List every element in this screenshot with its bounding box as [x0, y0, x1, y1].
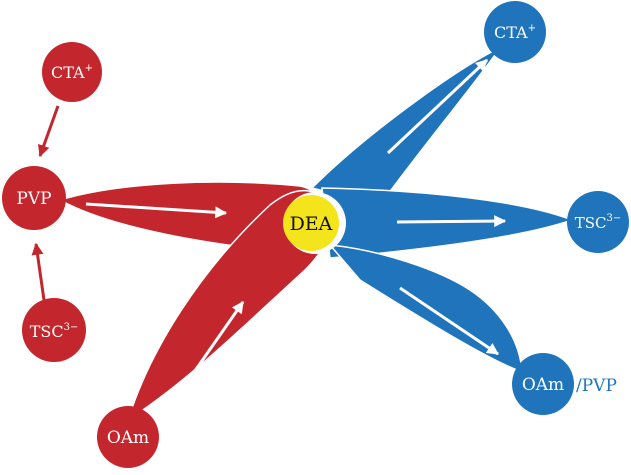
- node-right-cta[interactable]: CTA+: [484, 1, 546, 63]
- right-tsc-sup: 3−: [607, 213, 622, 224]
- left-pvp-label: PVP: [16, 189, 51, 209]
- arrow-dea-to-tsc: [396, 215, 507, 228]
- node-left-cta[interactable]: CTA+: [42, 42, 102, 102]
- blue-petal-to-cta: [310, 46, 503, 206]
- node-right-tsc[interactable]: TSC3−: [567, 191, 629, 253]
- left-tsc-sup: 3−: [64, 322, 79, 333]
- right-cta-sup: +: [528, 23, 536, 34]
- svg-text:CTA+: CTA+: [494, 23, 536, 42]
- left-cta-sup: +: [85, 63, 93, 74]
- right-cta-label: CTA: [494, 23, 528, 42]
- arrow-dea-to-oam: [399, 286, 499, 356]
- arrow-cta-to-pvp: [38, 105, 60, 158]
- arrow-dea-to-cta: [386, 58, 489, 155]
- left-oam-label: OAm: [107, 428, 149, 448]
- node-right-oam[interactable]: OAm: [512, 353, 574, 415]
- dea-node[interactable]: [283, 195, 339, 251]
- svg-text:CTA+: CTA+: [51, 63, 93, 82]
- svg-text:TSC3−: TSC3−: [575, 213, 622, 232]
- svg-text:TSC3−: TSC3−: [30, 322, 79, 341]
- arrow-pvp-to-dea: [85, 202, 228, 219]
- right-oam-label: OAm: [522, 375, 564, 395]
- node-left-oam[interactable]: OAm: [97, 406, 159, 468]
- right-tsc-label: TSC: [575, 214, 607, 232]
- left-tsc-label: TSC: [30, 322, 64, 341]
- left-cta-label: CTA: [51, 63, 85, 82]
- arrow-oam-to-dea: [181, 301, 245, 389]
- node-left-pvp[interactable]: PVP: [2, 166, 66, 230]
- arrow-tsc-to-pvp: [31, 242, 46, 301]
- right-oam-suffix: /PVP: [576, 376, 617, 396]
- blue-petal-to-oam: [328, 244, 523, 374]
- dea-label: DEA: [290, 213, 333, 235]
- node-left-tsc[interactable]: TSC3−: [22, 298, 86, 362]
